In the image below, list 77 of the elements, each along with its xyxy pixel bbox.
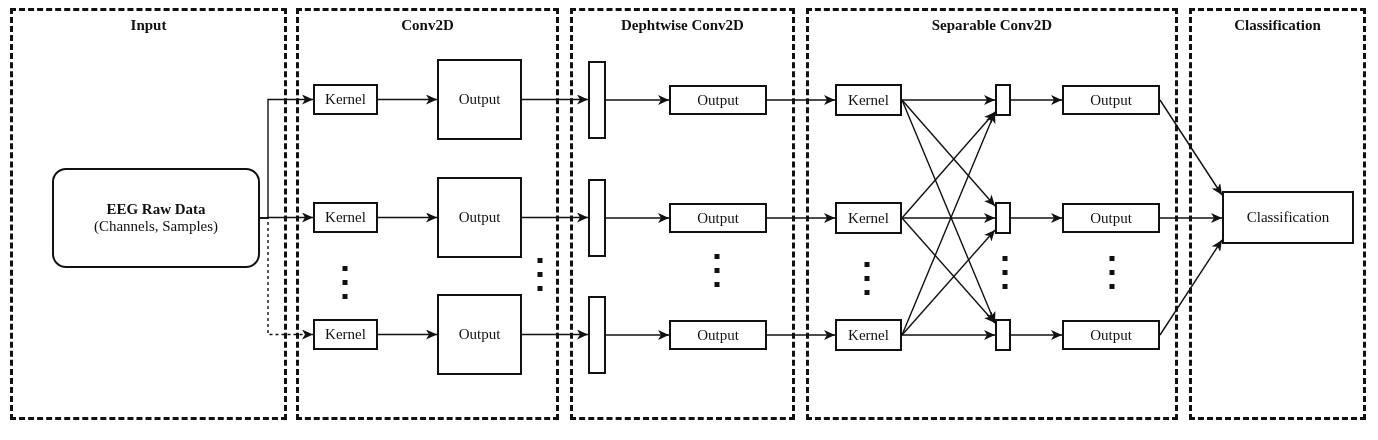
kernel-box	[835, 319, 902, 351]
panel-heading: Conv2D	[401, 17, 454, 34]
dashed-panel	[570, 8, 795, 420]
arrow	[766, 95, 836, 105]
arrow	[1010, 330, 1063, 340]
box-label: Kernel	[325, 209, 366, 226]
arrow	[1159, 213, 1223, 223]
output-box	[437, 294, 522, 375]
feature-bar	[588, 61, 606, 139]
output-box	[1062, 85, 1160, 115]
dashed-panel	[806, 8, 1178, 420]
box-label: Classification	[1246, 209, 1330, 226]
feature-bar	[995, 84, 1011, 116]
arrow	[377, 212, 438, 223]
data-input-box	[52, 168, 260, 268]
kernel-box	[835, 84, 902, 116]
panel-heading: Dephtwise Conv2D	[621, 17, 744, 34]
arrow	[901, 213, 996, 223]
output-box	[669, 320, 767, 350]
arrow	[901, 99, 996, 207]
kernel-box	[835, 202, 902, 234]
box-subtitle: (Channels, Samples)	[93, 218, 219, 235]
box-label: Output	[1090, 91, 1132, 109]
arrow	[521, 329, 589, 340]
box-label: Kernel	[848, 91, 889, 109]
output-box	[437, 59, 522, 140]
arrow	[901, 330, 996, 340]
output-box	[669, 85, 767, 115]
arrow	[901, 111, 996, 219]
arrow	[766, 213, 836, 223]
arrow	[605, 330, 670, 340]
arrow	[377, 329, 438, 340]
arrow	[377, 94, 438, 105]
box-label: Kernel	[325, 326, 366, 343]
feature-bar	[588, 296, 606, 374]
output-box	[1062, 203, 1160, 233]
kernel-box	[313, 319, 378, 350]
box-label: Kernel	[848, 326, 889, 344]
arrow	[521, 94, 589, 105]
arrow	[521, 212, 589, 223]
panel-heading: Separable Conv2D	[931, 17, 1053, 34]
box-label: Output	[458, 209, 501, 226]
arrow	[1010, 213, 1063, 223]
arrow	[901, 95, 996, 105]
box-label: Output	[458, 91, 501, 108]
box-label: Kernel	[848, 209, 889, 227]
arrow	[766, 330, 836, 340]
box-label: Output	[697, 209, 739, 227]
box-label: Output	[1090, 209, 1132, 227]
kernel-box	[313, 202, 378, 233]
box-label: Kernel	[325, 91, 366, 108]
panel-heading: Input	[130, 17, 167, 34]
arrow	[1159, 239, 1223, 336]
output-box	[437, 177, 522, 258]
arrow	[901, 229, 996, 336]
arrow	[1159, 99, 1223, 196]
box-label: Output	[697, 326, 739, 344]
feature-bar	[588, 179, 606, 257]
dashed-panel	[296, 8, 559, 420]
box-label: Output	[697, 91, 739, 109]
output-box	[1222, 191, 1354, 244]
box-heading: EEG Raw Data	[106, 201, 206, 218]
arrow	[605, 95, 670, 105]
arrow	[1010, 95, 1063, 105]
arrow	[605, 213, 670, 223]
arrow	[259, 217, 314, 340]
box-label: Output	[1090, 326, 1132, 344]
kernel-box	[313, 84, 378, 115]
feature-bar	[995, 202, 1011, 234]
arrow	[901, 217, 996, 324]
output-box	[669, 203, 767, 233]
output-box	[1062, 320, 1160, 350]
dashed-panel	[10, 8, 287, 420]
feature-bar	[995, 319, 1011, 351]
panel-heading: Classification	[1234, 17, 1321, 34]
dashed-panel	[1189, 8, 1366, 420]
box-label: Output	[458, 326, 501, 343]
